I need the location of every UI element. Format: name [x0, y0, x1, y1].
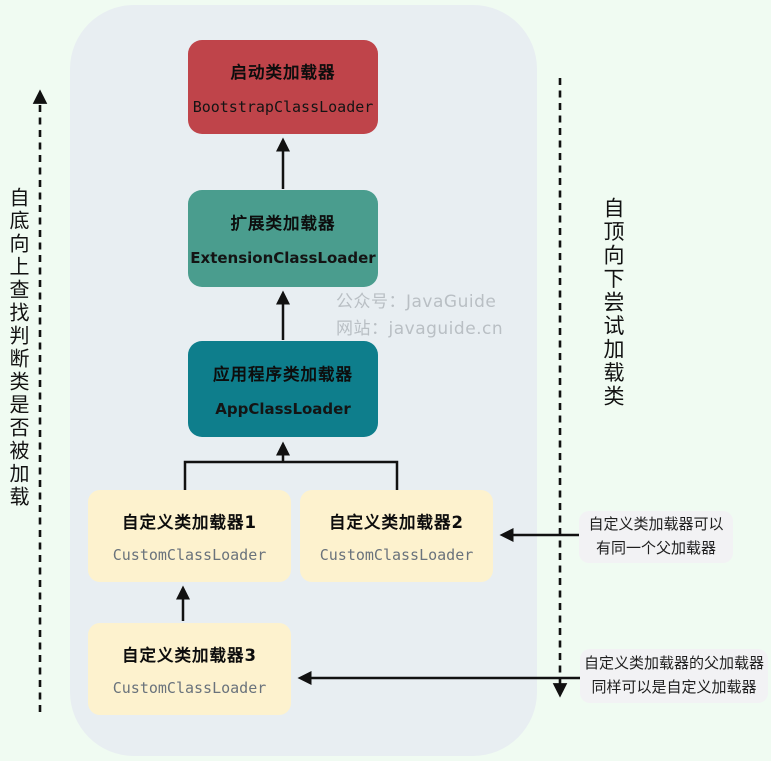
node-custom-classloader-1: 自定义类加载器1 CustomClassLoader [88, 490, 291, 582]
node-class-name: BootstrapClassLoader [192, 97, 374, 116]
annotation-same-parent: 自定义类加载器可以 有同一个父加载器 [579, 511, 733, 563]
node-title: 启动类加载器 [230, 62, 336, 82]
node-app-classloader: 应用程序类加载器 AppClassLoader [188, 341, 378, 437]
node-class-name: AppClassLoader [215, 399, 351, 418]
node-class-name: CustomClassLoader [319, 545, 474, 564]
node-class-name: CustomClassLoader [112, 545, 267, 564]
node-class-name: ExtensionClassLoader [190, 249, 376, 267]
annotation-line1: 自定义类加载器可以 [588, 515, 724, 534]
node-custom-classloader-3: 自定义类加载器3 CustomClassLoader [88, 623, 291, 715]
node-class-name: CustomClassLoader [112, 678, 267, 697]
watermark-line1: 公众号：JavaGuide [336, 292, 497, 312]
annotation-custom-parent: 自定义类加载器的父加载器 同样可以是自定义加载器 [580, 649, 768, 703]
watermark-line2: 网站：javaguide.cn [336, 318, 504, 339]
node-bootstrap-classloader: 启动类加载器 BootstrapClassLoader [188, 40, 378, 134]
node-title: 应用程序类加载器 [213, 364, 353, 384]
node-title: 自定义类加载器1 [122, 512, 257, 532]
watermark: 公众号：JavaGuide 网站：javaguide.cn [336, 289, 503, 343]
right-flow-label: 自顶向下尝试加载类 [601, 197, 625, 409]
node-title: 自定义类加载器2 [329, 512, 464, 532]
node-extension-classloader: 扩展类加载器 ExtensionClassLoader [188, 190, 378, 287]
node-title: 扩展类加载器 [230, 214, 336, 233]
left-flow-label: 自底向上查找判断类是否被加载 [6, 187, 30, 509]
annotation-line2: 同样可以是自定义加载器 [591, 678, 757, 696]
node-custom-classloader-2: 自定义类加载器2 CustomClassLoader [300, 490, 493, 582]
annotation-line2: 有同一个父加载器 [595, 539, 716, 557]
annotation-line1: 自定义类加载器的父加载器 [583, 654, 764, 673]
node-title: 自定义类加载器3 [122, 645, 257, 665]
